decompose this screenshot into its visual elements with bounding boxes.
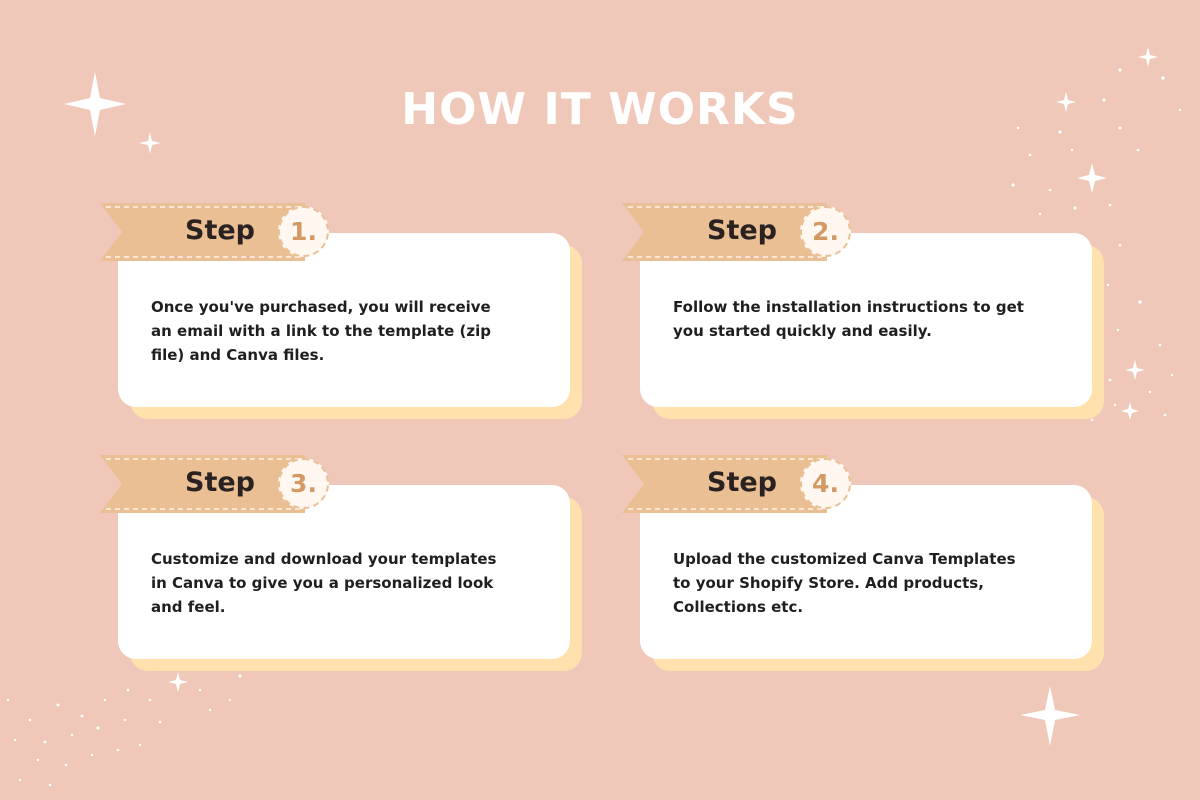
- step-card-1: Once you've purchased, you will receive …: [118, 233, 588, 419]
- sparkle-icon: [168, 672, 188, 692]
- step-description: Customize and download your templates in…: [151, 550, 497, 616]
- step-label: Step: [707, 215, 777, 246]
- page-title: HOW IT WORKS: [401, 84, 799, 135]
- step-description: Upload the customized Canva Templates to…: [673, 550, 1016, 616]
- step-description: Follow the installation instructions to …: [673, 298, 1024, 340]
- sparkle-icon: [64, 72, 126, 136]
- card-body: [640, 233, 1092, 407]
- ribbon-icon: [622, 203, 827, 261]
- step-number-badge: 3.: [278, 458, 329, 509]
- sparkle-icon: [1056, 92, 1076, 112]
- ribbon-icon: [100, 203, 305, 261]
- step-card-4: Upload the customized Canva Templates to…: [640, 485, 1110, 671]
- step-label: Step: [185, 215, 255, 246]
- ribbon-icon: [622, 455, 827, 513]
- step-label: Step: [185, 467, 255, 498]
- sparkle-icon: [1077, 163, 1107, 193]
- sparkle-icon: [1125, 360, 1145, 380]
- card-body: [118, 233, 570, 407]
- card-body: [640, 485, 1092, 659]
- step-card-2: Follow the installation instructions to …: [640, 233, 1110, 419]
- ribbon-icon: [100, 455, 305, 513]
- step-number-badge: 2.: [800, 206, 851, 257]
- sparkle-icon: [1121, 402, 1139, 420]
- sparkle-icon: [139, 132, 161, 154]
- sparkle-icon: [1138, 47, 1158, 67]
- step-card-3: Customize and download your templates in…: [118, 485, 588, 671]
- card-body: [118, 485, 570, 659]
- step-label: Step: [707, 467, 777, 498]
- step-description: Once you've purchased, you will receive …: [151, 298, 491, 364]
- step-number-badge: 4.: [800, 458, 851, 509]
- step-number-badge: 1.: [278, 206, 329, 257]
- sparkle-icon: [1020, 686, 1080, 746]
